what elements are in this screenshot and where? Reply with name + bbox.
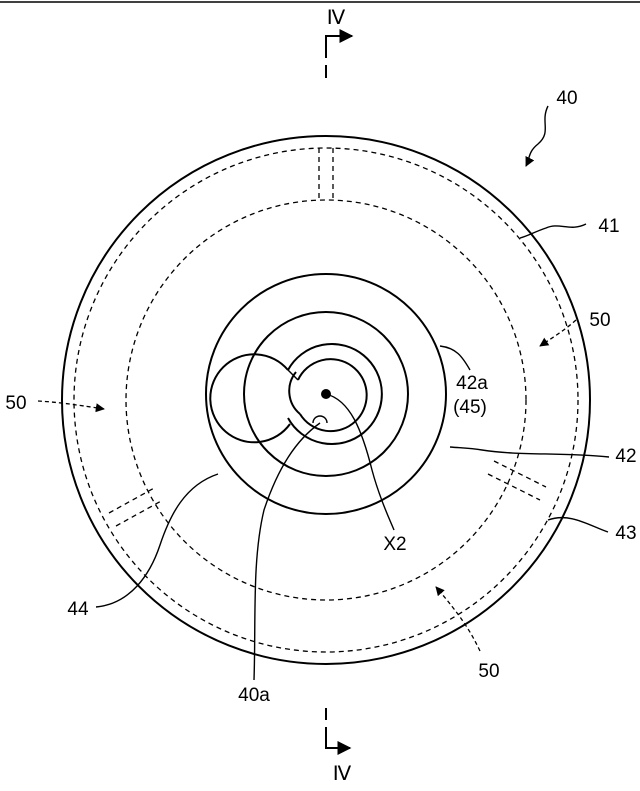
leader-50-left xyxy=(37,400,105,413)
separator-top xyxy=(318,148,334,201)
leader-42 xyxy=(449,446,610,458)
leader-X2 xyxy=(325,393,395,531)
dashed-outer-ring xyxy=(73,147,579,653)
leader-40a xyxy=(253,422,321,681)
label-50-left: 50 xyxy=(5,393,26,414)
label-50-bottom: 50 xyxy=(478,661,499,682)
label-X2: X2 xyxy=(383,534,406,555)
outer-housing-circle xyxy=(61,135,591,665)
label-40: 40 xyxy=(556,88,577,109)
spiral-groove xyxy=(209,343,383,445)
label-40a: 40a xyxy=(238,685,270,706)
label-41: 41 xyxy=(598,216,619,237)
section-marker-top: Ⅳ xyxy=(325,7,354,78)
inner-disc-circle xyxy=(205,273,447,515)
label-50-right: 50 xyxy=(589,310,610,331)
section-label-top: Ⅳ xyxy=(327,7,346,29)
leader-42a xyxy=(439,345,471,371)
label-43: 43 xyxy=(615,523,636,544)
groove-ring xyxy=(243,311,409,477)
opening-40a xyxy=(312,415,328,424)
dashed-inner-ring xyxy=(125,199,527,601)
section-label-bottom: Ⅳ xyxy=(333,763,352,785)
leader-40 xyxy=(525,105,549,167)
label-44: 44 xyxy=(67,599,89,620)
leader-44 xyxy=(95,473,219,608)
label-42a: 42a xyxy=(456,373,488,394)
section-marker-bottom: Ⅳ xyxy=(325,708,352,785)
separator-left xyxy=(108,486,164,527)
label-45: (45) xyxy=(453,397,487,418)
leader-43 xyxy=(547,516,609,533)
leader-50-right xyxy=(539,319,577,347)
label-42: 42 xyxy=(615,446,636,467)
leader-41 xyxy=(519,223,587,239)
separator-right xyxy=(487,460,547,501)
